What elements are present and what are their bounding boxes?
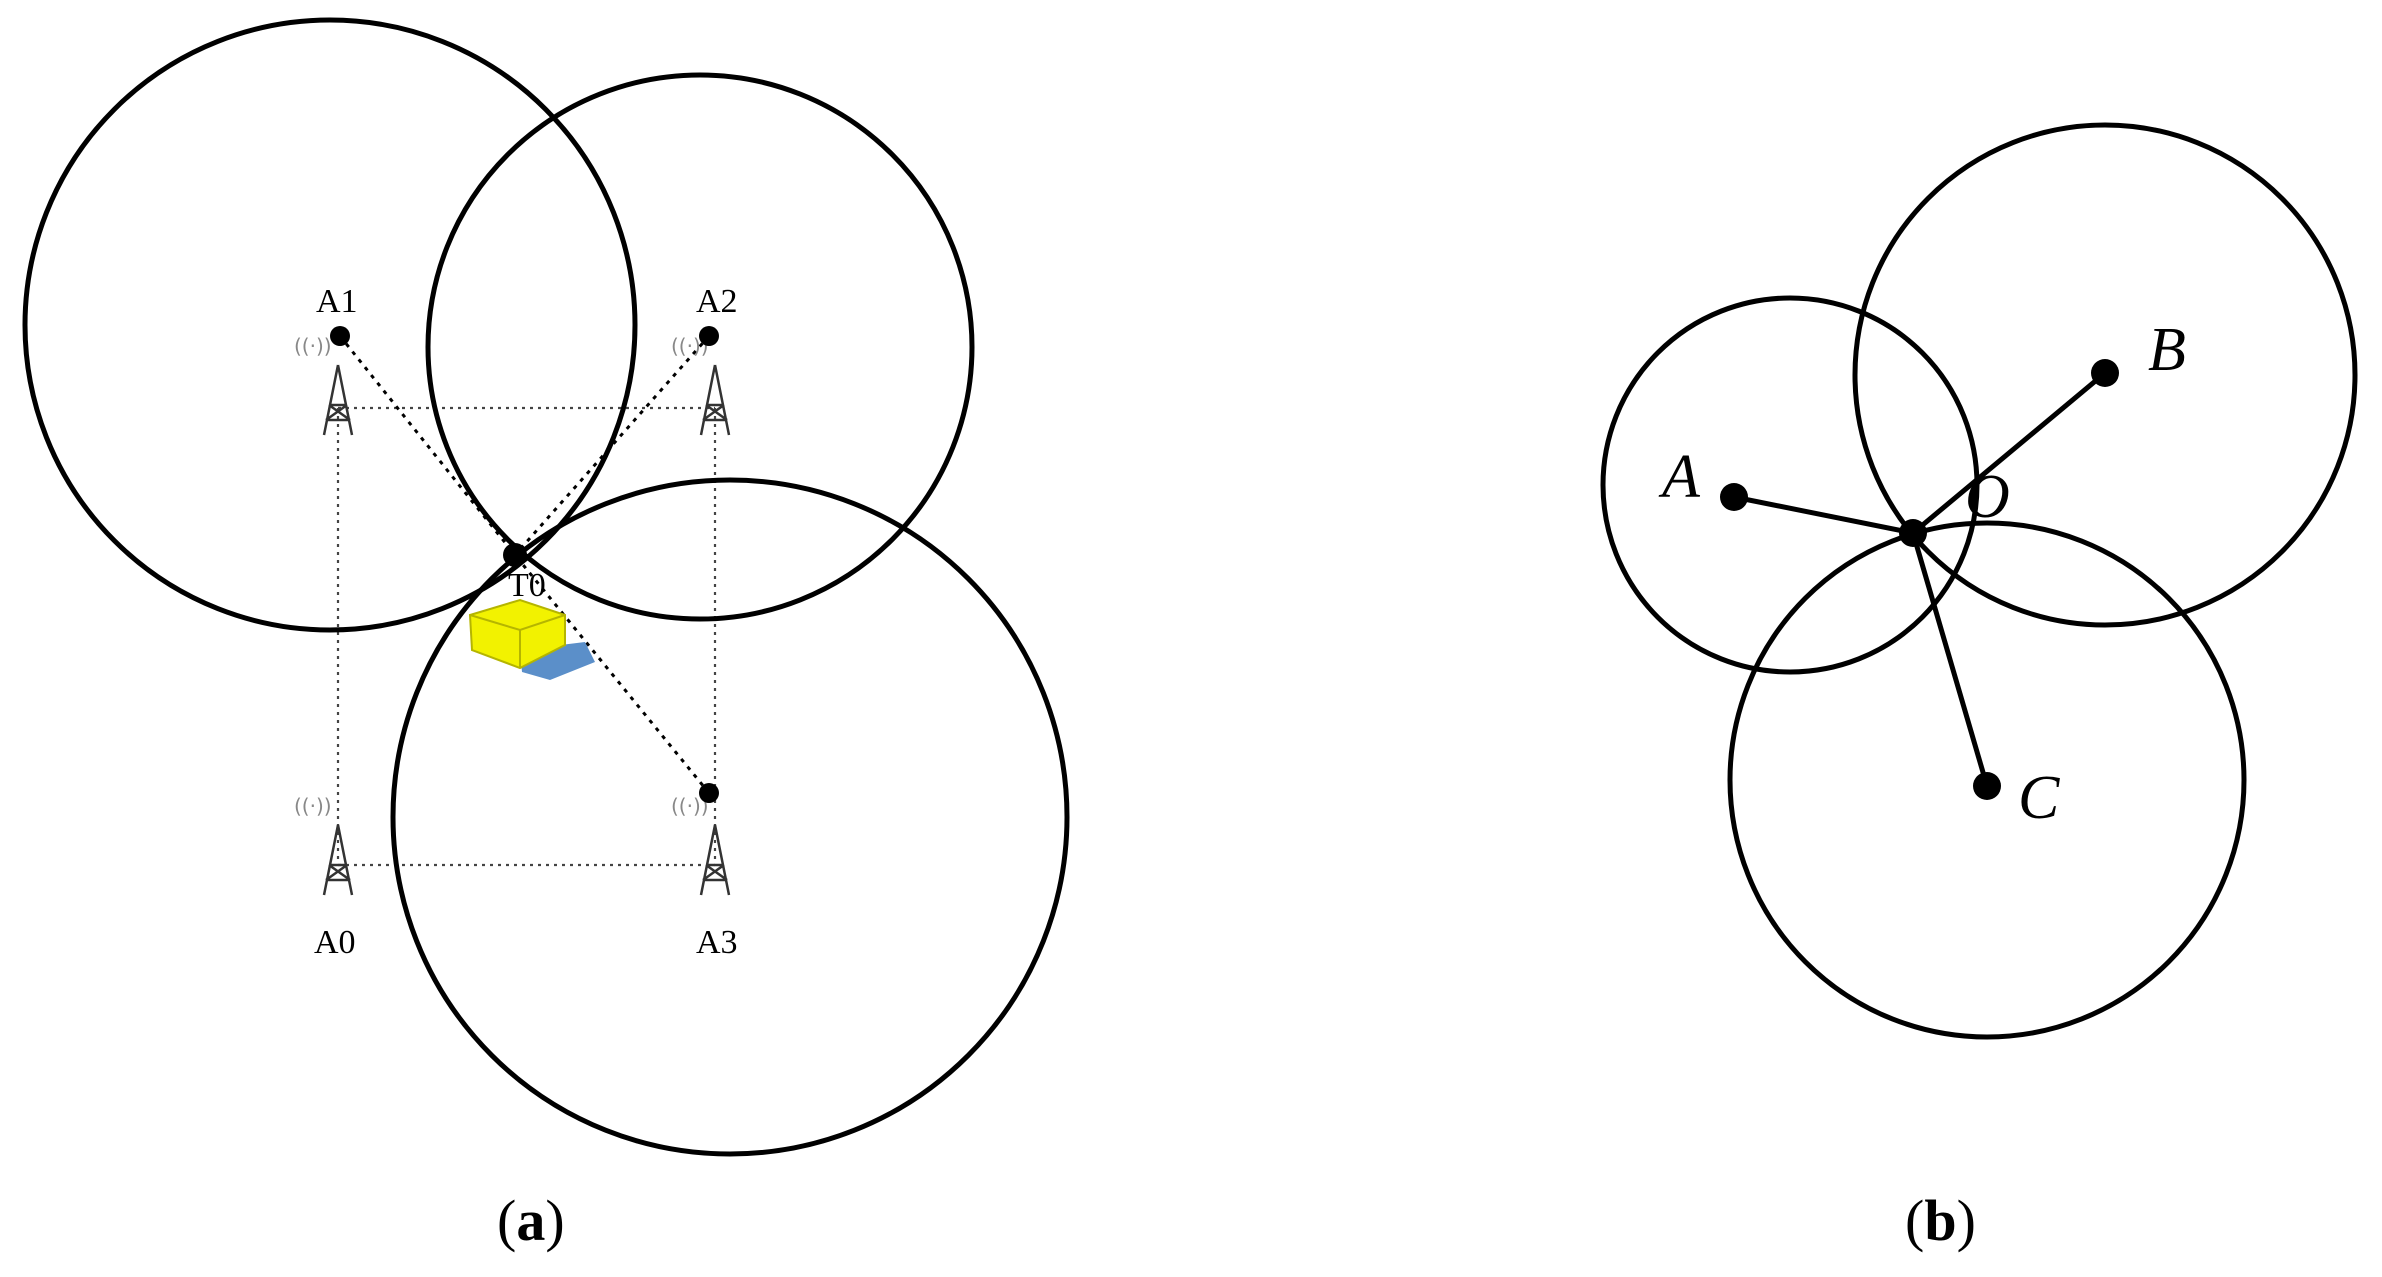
tag-device-icon bbox=[468, 598, 595, 680]
point-a-dot bbox=[1720, 483, 1748, 511]
tag-body bbox=[468, 598, 566, 670]
range-line-a2 bbox=[513, 335, 711, 556]
point-label-b: B bbox=[2148, 316, 2186, 384]
antenna-tower-icon: ((·)) bbox=[671, 334, 731, 436]
circle-a bbox=[1600, 295, 1980, 675]
circle-c bbox=[1727, 520, 2247, 1040]
antenna-tower-icon: ((·)) bbox=[294, 794, 354, 896]
range-circle-a1 bbox=[22, 17, 638, 633]
anchor-label-a0: A0 bbox=[314, 924, 356, 961]
range-circle-a2 bbox=[425, 72, 975, 622]
anchor-label-a2: A2 bbox=[696, 283, 738, 320]
point-c-dot bbox=[1973, 772, 2001, 800]
segment-ao bbox=[1733, 494, 1914, 536]
segment-co bbox=[1910, 532, 1990, 787]
circle-b bbox=[1852, 122, 2358, 628]
svg-text:((·)): ((·)) bbox=[294, 334, 332, 358]
segment-bo bbox=[1911, 371, 2107, 535]
point-label-c: C bbox=[2018, 764, 2060, 832]
anchor-label-a1: A1 bbox=[316, 283, 358, 320]
panel-a: ((·)) ((·)) ((·)) ((·)) A1 A2 A0 A3 bbox=[22, 17, 1070, 1253]
point-label-o: O bbox=[1965, 463, 2010, 531]
anchor-dot-a1 bbox=[330, 326, 350, 346]
range-line-a3 bbox=[513, 554, 711, 794]
panel-b-caption: (b) bbox=[1905, 1188, 1976, 1253]
anchor-dot-a2 bbox=[699, 326, 719, 346]
svg-text:((·)): ((·)) bbox=[294, 794, 332, 818]
point-b-dot bbox=[2091, 359, 2119, 387]
tag-position-dot bbox=[503, 543, 527, 567]
panel-b: A B C O (b) bbox=[1600, 122, 2358, 1253]
panel-a-caption: (a) bbox=[497, 1188, 565, 1253]
antenna-tower-icon: ((·)) bbox=[671, 794, 731, 896]
range-line-a1 bbox=[338, 335, 517, 556]
point-o-dot bbox=[1899, 519, 1927, 547]
range-circle-a3 bbox=[390, 477, 1070, 1157]
tag-label: T0 bbox=[508, 567, 546, 604]
anchor-grid-lines bbox=[336, 406, 717, 867]
anchor-label-a3: A3 bbox=[696, 924, 738, 961]
point-label-a: A bbox=[1658, 443, 1701, 511]
anchor-dot-a3 bbox=[699, 783, 719, 803]
antenna-tower-icon: ((·)) bbox=[294, 334, 354, 436]
